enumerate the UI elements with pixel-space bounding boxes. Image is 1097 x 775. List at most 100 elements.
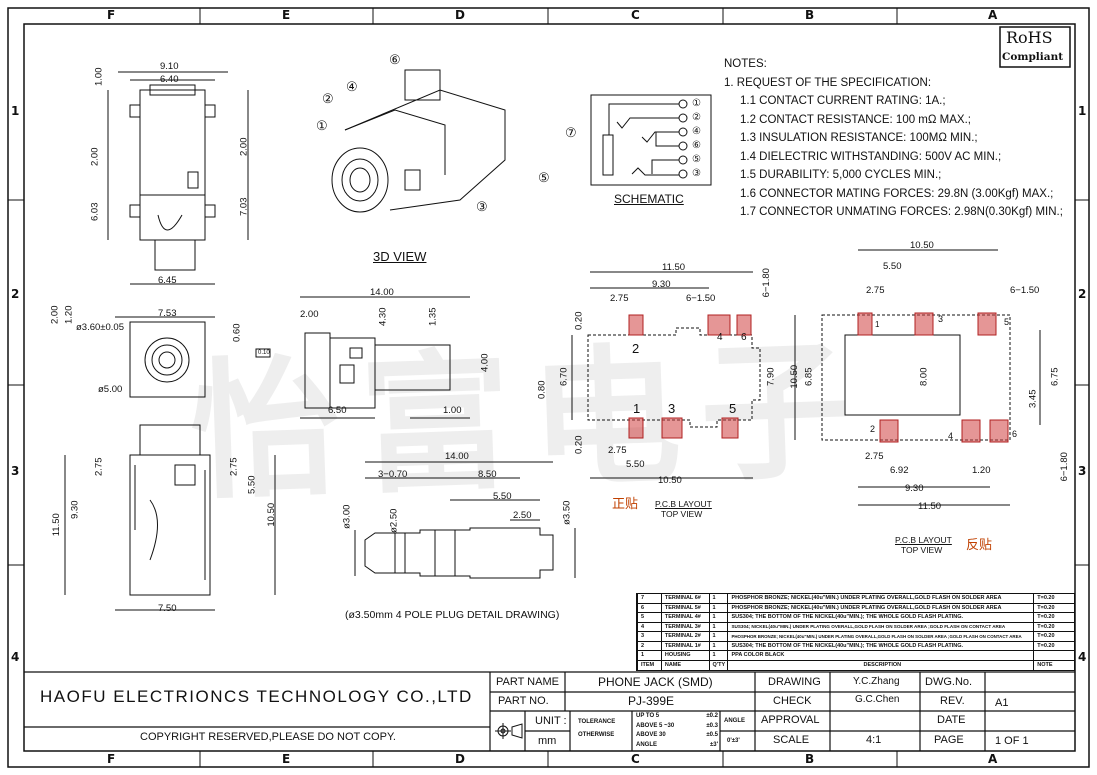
schematic-pin: ⑥: [692, 140, 701, 151]
schematic-label: SCHEMATIC: [614, 192, 684, 206]
pad-number: 4: [948, 431, 954, 441]
dimension: 5.50: [246, 475, 258, 495]
dimension: 2.00: [49, 305, 61, 325]
dimension: ø3.00: [341, 504, 353, 529]
dimension: 6.45: [158, 275, 177, 286]
column-label: E: [282, 8, 291, 22]
column-label: A: [988, 752, 998, 766]
table-cell: ANGLE: [636, 741, 657, 748]
dimension: 2.75: [93, 457, 105, 477]
table-cell: NAME: [662, 660, 710, 670]
callout: ⑥: [389, 52, 401, 67]
pad-number: 1: [875, 320, 880, 329]
pad-number: 5: [729, 401, 737, 416]
row-label: 2: [11, 287, 20, 301]
dimension: 2.75: [610, 293, 629, 304]
table-cell: NOTES:: [724, 58, 767, 70]
callout: ③: [476, 199, 488, 214]
table-cell: 1.7 CONNECTOR UNMATING FORCES: 2.98N(0.3…: [740, 206, 1063, 218]
table-cell: UP TO 5: [636, 713, 660, 719]
dimension: 6.70: [558, 367, 570, 387]
pad-number: 4: [717, 332, 723, 343]
pcb2-subtitle: TOP VIEW: [901, 545, 943, 555]
dimension: 14.00: [445, 451, 469, 462]
dimension: ø2.50: [388, 508, 400, 533]
pad-number: 2: [870, 424, 876, 434]
dimension: 7.90: [765, 367, 777, 387]
dimension: 9.30: [905, 483, 924, 494]
dimension: 7.03: [238, 197, 250, 217]
table-cell: 1: [638, 651, 662, 660]
table-cell: 1.1 CONTACT CURRENT RATING: 1A.;: [740, 95, 946, 107]
schematic-pin: ③: [692, 168, 701, 179]
dimension: 6−1.80: [760, 268, 772, 298]
dimension: 2.00: [238, 137, 250, 157]
row-label: 2: [1078, 287, 1087, 301]
table-cell: ±0.2: [706, 713, 718, 719]
page-label: PAGE: [934, 734, 964, 746]
table-cell: SUS304; THE BOTTOM OF THE NICKEL(40u"MIN…: [728, 641, 1035, 650]
table-cell: 4: [638, 622, 662, 631]
dimension: 3.45: [1027, 389, 1039, 409]
tolerance-label: TOLERANCE: [578, 719, 616, 725]
dimension: 5.50: [626, 459, 645, 470]
dimension: 11.50: [662, 262, 686, 273]
table-cell: T=0.20: [1037, 642, 1055, 649]
column-label: B: [805, 8, 815, 22]
part-name-label: PART NAME: [496, 676, 559, 688]
dimension: 9.10: [160, 61, 179, 72]
angle-label: ANGLE: [724, 718, 745, 724]
dimension: 0.10: [258, 350, 270, 356]
table-cell: [1034, 651, 1074, 660]
company-name: HAOFU ELECTRIONCS TECHNOLOGY CO.,LTD: [40, 687, 473, 706]
dimension: 6.92: [890, 465, 909, 476]
table-cell: 1: [710, 594, 729, 603]
table-cell: 1.4 DIELECTRIC WITHSTANDING: 500V AC MIN…: [740, 150, 1002, 163]
dimension: 10.50: [789, 364, 801, 389]
table-cell: PHOSPHOR BRONZE; NICKEL(40u"MIN.) UNDER …: [728, 632, 1035, 641]
dimension: 2.75: [866, 285, 885, 296]
table-cell: HOUSING: [662, 651, 710, 660]
part-name: PHONE JACK (SMD): [598, 675, 713, 689]
copyright: COPYRIGHT RESERVED,PLEASE DO NOT COPY.: [140, 731, 396, 743]
dimension: 9.30: [69, 500, 81, 520]
plug-label: (ø3.50mm 4 POLE PLUG DETAIL DRAWING): [345, 609, 560, 621]
dimension: 5.50: [883, 261, 902, 272]
table-cell: TERMINAL 5#: [662, 603, 710, 612]
unit: mm: [538, 735, 557, 747]
column-label: C: [631, 8, 640, 22]
dimension: 11.50: [918, 501, 942, 512]
table-cell: 1.5 DURABILITY: 5,000 CYCLES MIN.;: [740, 169, 942, 181]
table-cell: T=0.20: [1037, 633, 1055, 640]
row-label: 1: [11, 104, 20, 118]
dimension: 5.50: [493, 491, 512, 502]
table-cell: PHOSPHOR BRONZE; NICKEL(40u"MIN.) UNDER …: [728, 603, 1035, 612]
dimension: ø3.60±0.05: [76, 322, 124, 333]
dimension: 9.30: [652, 279, 671, 290]
dimension: 10.50: [658, 475, 682, 486]
part-no-label: PART NO.: [498, 695, 549, 707]
schematic-pin: ②: [692, 112, 701, 123]
table-cell: 1: [710, 613, 729, 622]
pcb1-title: P.C.B LAYOUT: [655, 499, 712, 509]
pad-number: 5: [1004, 317, 1010, 327]
table-cell: T=0.20: [1037, 595, 1055, 602]
pcb2-mount-label: 反贴: [966, 537, 993, 552]
pad-number: 3: [938, 314, 944, 324]
table-cell: 1: [710, 641, 729, 650]
date-label: DATE: [937, 714, 966, 726]
callout: ②: [322, 91, 334, 106]
rohs-compliant: Compliant: [1002, 51, 1064, 63]
dimension: 2.50: [513, 510, 532, 521]
dimension: 6−1.50: [1010, 285, 1040, 296]
drawing-by: Y.C.Zhang: [853, 676, 900, 687]
table-cell: PPA COLOR BLACK: [728, 651, 1035, 660]
dimension: 6.75: [1049, 367, 1061, 387]
unit-label: UNIT :: [535, 715, 567, 727]
table-cell: DESCRIPTION: [728, 660, 1035, 670]
